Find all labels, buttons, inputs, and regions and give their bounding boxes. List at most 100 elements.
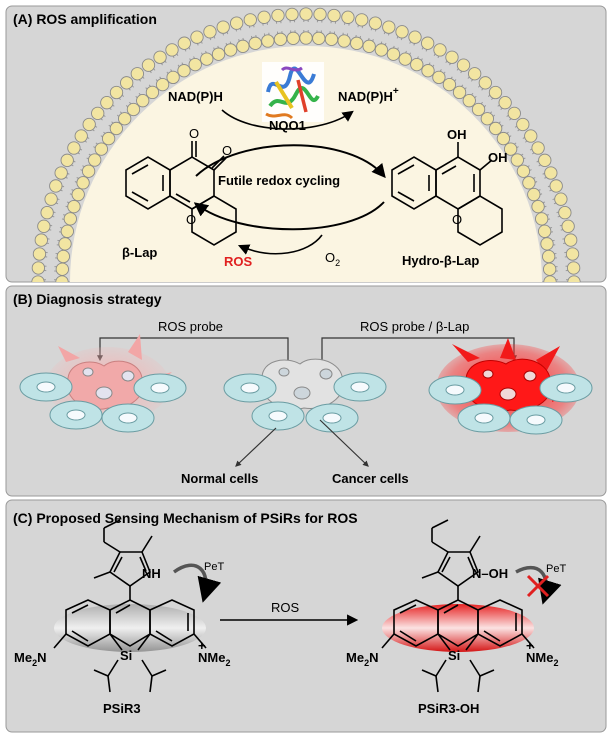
lipid-head <box>131 68 143 80</box>
ros-arrow-label: ROS <box>271 600 300 615</box>
si-right-label: Si <box>448 648 460 663</box>
lipid-head <box>550 180 562 192</box>
lipid-head <box>32 262 44 274</box>
lipid-head <box>262 35 274 47</box>
nqo1-protein-icon <box>262 62 324 122</box>
lipid-head <box>517 165 529 177</box>
panel-b-title: (B) Diagnosis strategy <box>13 291 162 307</box>
lipid-head <box>120 77 132 89</box>
lipid-head <box>82 165 94 177</box>
lipid-head <box>88 154 100 166</box>
lipid-head <box>508 107 520 119</box>
psir3-oh-label: PSiR3-OH <box>418 701 479 716</box>
nucleus <box>279 368 289 376</box>
lipid-head <box>57 250 69 262</box>
lipid-head <box>411 58 423 70</box>
lipid-head <box>287 32 299 44</box>
lipid-head <box>539 154 551 166</box>
lipid-head <box>146 86 158 98</box>
lipid-head <box>375 44 387 56</box>
psir3-label: PSiR3 <box>103 701 141 716</box>
lipid-head <box>545 167 557 179</box>
lipid-head <box>338 35 350 47</box>
lipid-head <box>468 68 480 80</box>
lipid-head <box>217 21 229 33</box>
hydro-beta-lap-label: Hydro-β-Lap <box>402 253 479 268</box>
lipid-head <box>313 32 325 44</box>
lipid-head <box>542 250 554 262</box>
lipid-head <box>178 64 190 76</box>
panel-b: (B) Diagnosis strategy ROS probe ROS pro… <box>6 286 606 496</box>
lipid-head <box>272 9 284 21</box>
lipid-head <box>212 48 224 60</box>
lipid-head <box>156 78 168 90</box>
probe-left-label: ROS probe <box>158 319 223 334</box>
beta-lap-oxygen-a: O <box>189 126 199 141</box>
nucleus <box>500 388 516 400</box>
lipid-head <box>555 193 567 205</box>
lipid-head <box>409 31 421 43</box>
beta-lap-label: β-Lap <box>122 245 157 260</box>
nucleus <box>83 368 93 376</box>
lipid-head <box>528 188 540 200</box>
lipid-head <box>532 142 544 154</box>
nucleus <box>294 387 310 399</box>
nucleus <box>269 411 287 421</box>
lipid-head <box>33 248 45 260</box>
lipid-head <box>35 234 47 246</box>
hydro-oh-1: OH <box>447 127 467 142</box>
lipid-head <box>328 9 340 21</box>
lipid-head <box>274 33 286 45</box>
nucleus <box>96 387 112 399</box>
lipid-head <box>45 193 57 205</box>
lipid-head <box>562 220 574 232</box>
lipid-head <box>565 234 577 246</box>
nucleus <box>151 383 169 393</box>
lipid-head <box>56 263 68 275</box>
nucleus <box>351 382 369 392</box>
lipid-head <box>356 14 368 26</box>
lipid-head <box>300 8 312 20</box>
hydro-oh-2: OH <box>488 150 508 165</box>
lipid-head <box>535 213 547 225</box>
nh-label: NH <box>142 566 161 581</box>
lipid-head <box>479 77 491 89</box>
lipid-head <box>224 44 236 56</box>
panel-c-title: (C) Proposed Sensing Mechanism of PSiRs … <box>13 510 358 526</box>
lipid-head <box>499 96 511 108</box>
lipid-head <box>543 263 555 275</box>
lipid-head <box>166 44 178 56</box>
nucleus <box>37 382 55 392</box>
lipid-head <box>497 132 509 144</box>
cancer-cells-label: Cancer cells <box>332 471 409 486</box>
lipid-head <box>95 143 107 155</box>
nucleus <box>241 383 259 393</box>
nucleus <box>320 369 332 379</box>
lipid-head <box>538 225 550 237</box>
nadph-left-label: NAD(P)H <box>168 89 223 104</box>
nucleus <box>122 371 134 381</box>
nucleus <box>119 413 137 423</box>
lipid-head <box>230 17 242 29</box>
lipid-head <box>244 14 256 26</box>
lipid-head <box>59 238 71 250</box>
lipid-head <box>102 132 114 144</box>
panel-c: (C) Proposed Sensing Mechanism of PSiRs … <box>6 500 606 732</box>
lipid-head <box>517 118 529 130</box>
lipid-head <box>523 177 535 189</box>
lipid-head <box>83 118 95 130</box>
lipid-head <box>38 220 50 232</box>
lipid-head <box>92 107 104 119</box>
normal-cells-label: Normal cells <box>181 471 258 486</box>
n-oh-label: N–OH <box>472 566 508 581</box>
lipid-head <box>396 26 408 38</box>
lipid-head <box>383 21 395 33</box>
lipid-head <box>61 154 73 166</box>
nucleus <box>475 413 493 423</box>
lipid-head <box>75 130 87 142</box>
lipid-head <box>300 32 312 44</box>
lipid-head <box>154 51 166 63</box>
lipid-head <box>567 262 579 274</box>
lipid-head <box>511 154 523 166</box>
